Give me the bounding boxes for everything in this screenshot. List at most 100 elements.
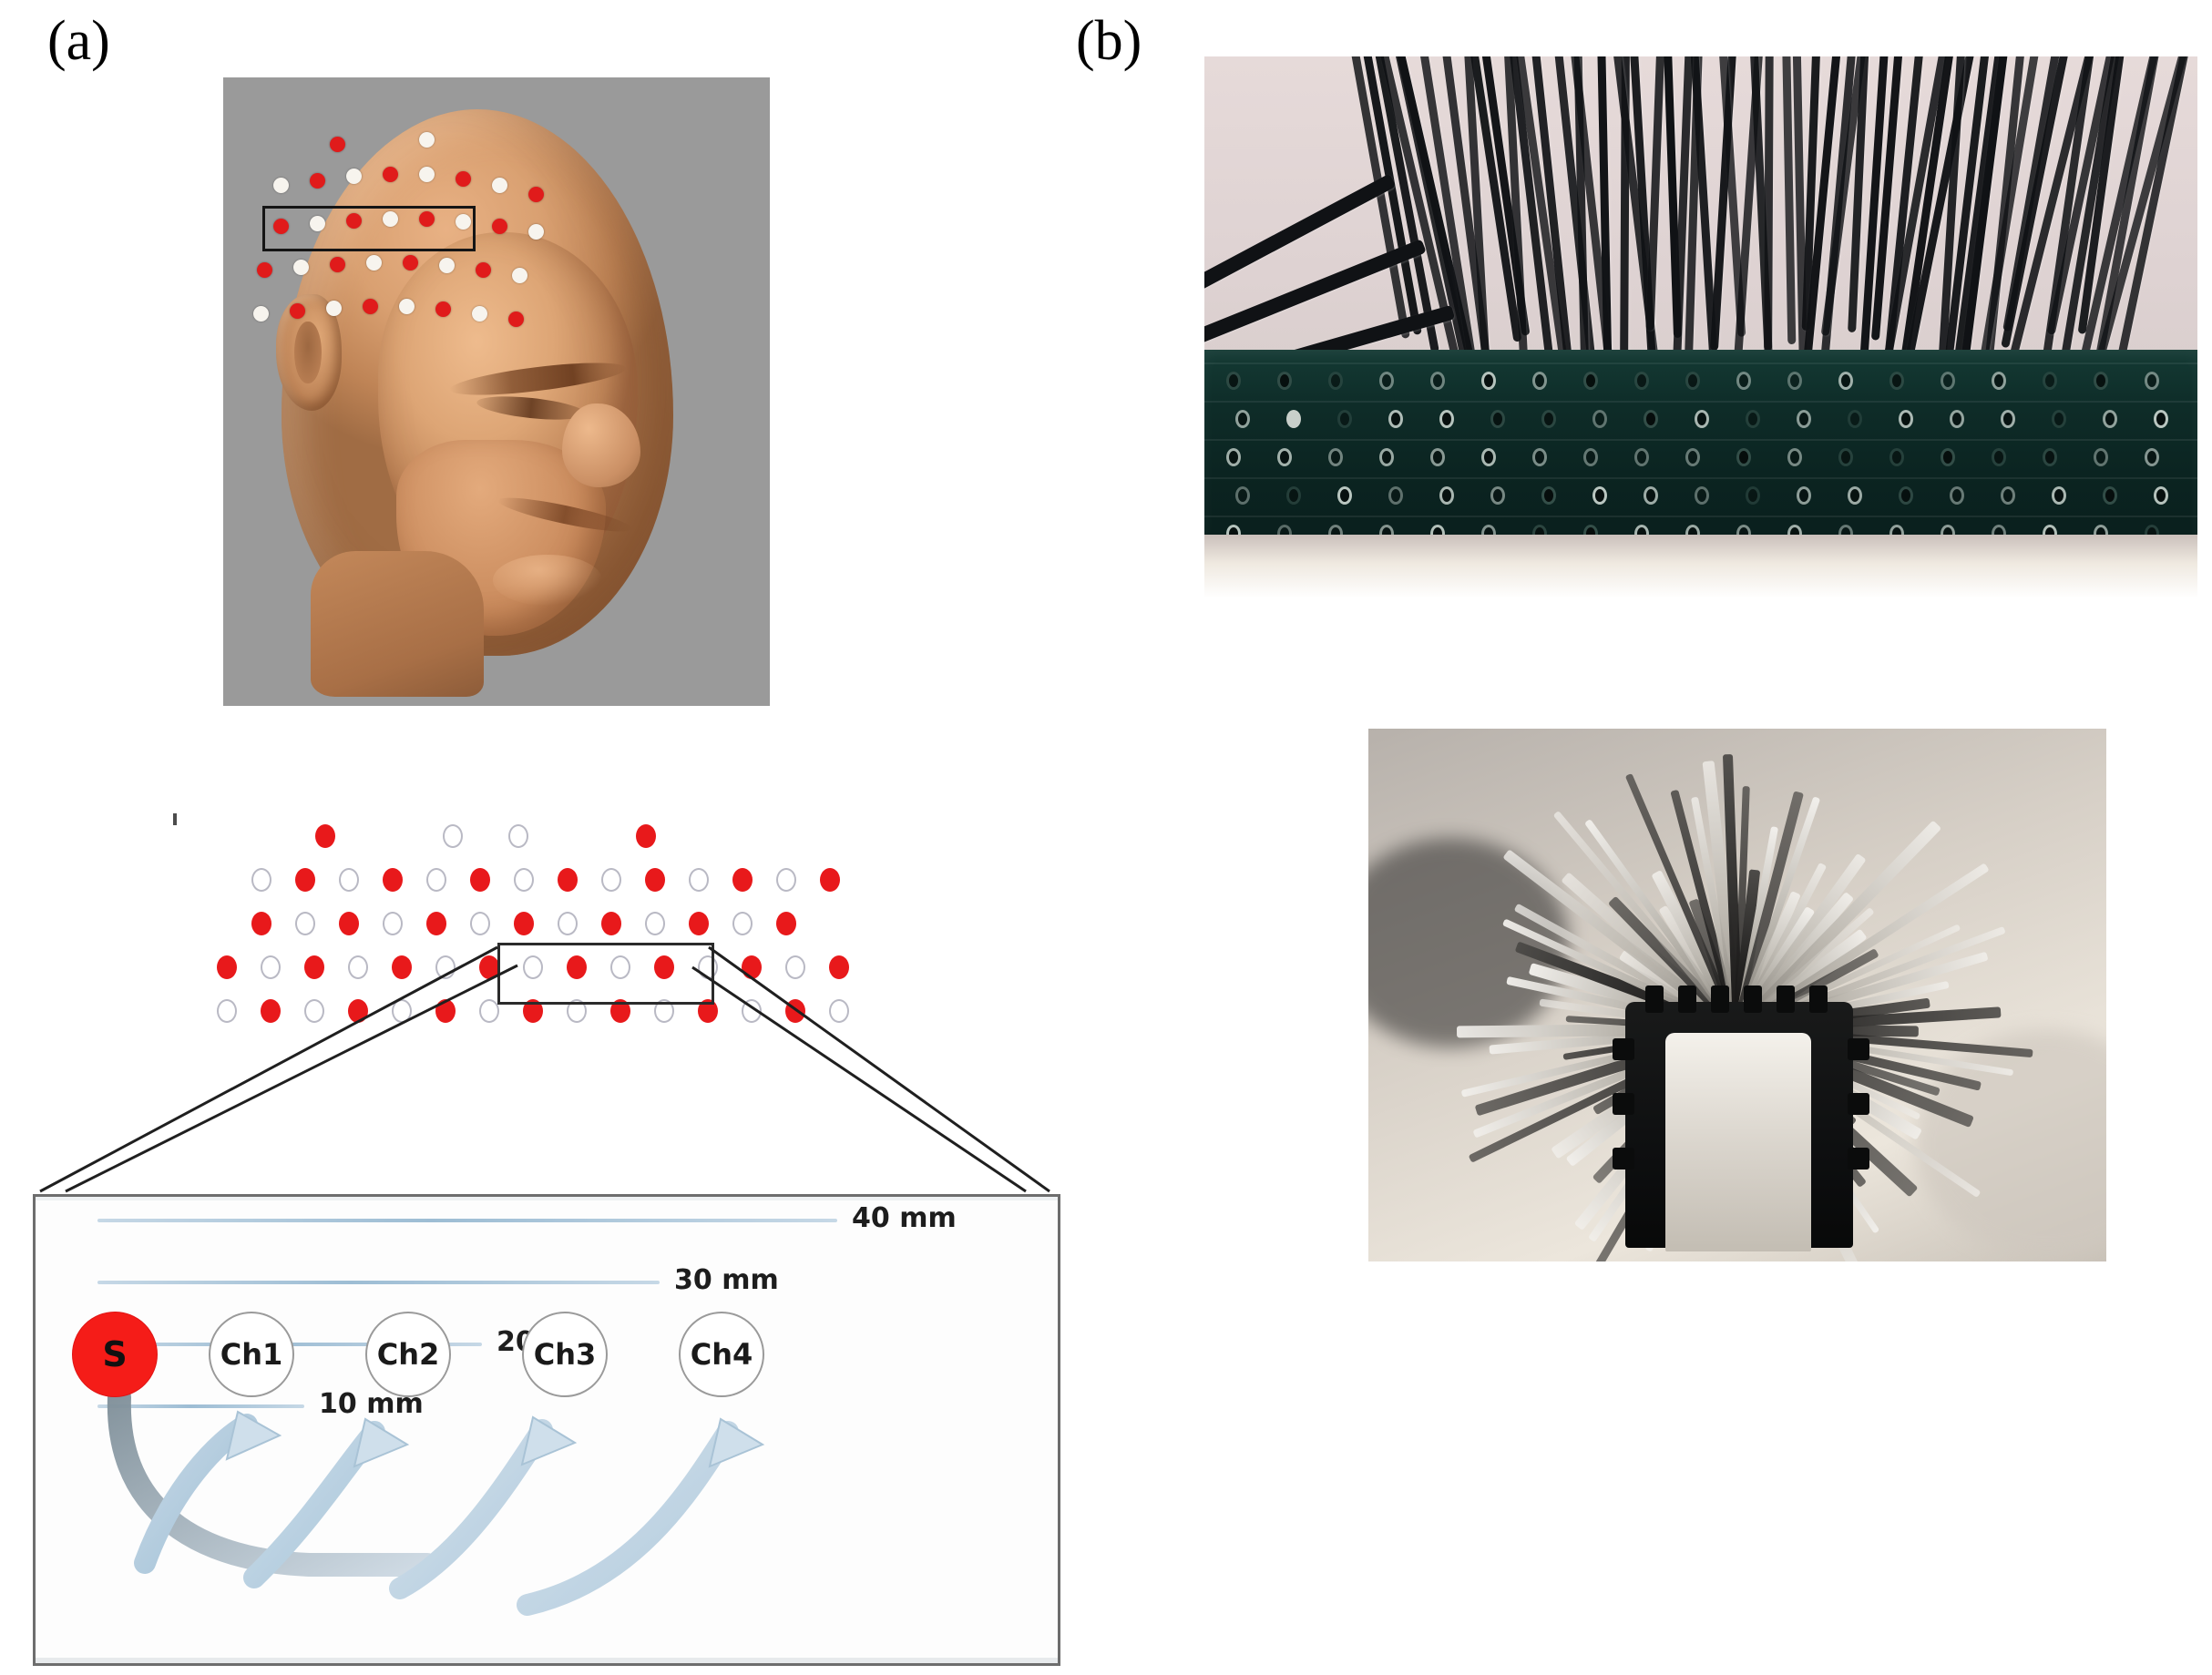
- strap-hole: [1235, 486, 1250, 505]
- holder-clip-tooth: [1809, 986, 1828, 1013]
- head-detector-optode: [528, 224, 544, 240]
- strap-hole: [1950, 486, 1964, 505]
- head-source-optode: [310, 173, 325, 189]
- holder-clip-side-tooth: [1848, 1093, 1869, 1115]
- grid-source-optode: [610, 999, 630, 1023]
- headband-photo-floor: [1204, 535, 2197, 598]
- distance-rule-line: [97, 1404, 304, 1408]
- grid-source-optode: [315, 824, 335, 848]
- head-source-optode: [403, 255, 418, 271]
- strap-hole: [1848, 486, 1862, 505]
- strap-hole: [1439, 410, 1454, 428]
- grid-source-optode: [567, 955, 587, 979]
- strap-hole: [2001, 410, 2015, 428]
- strap-hole: [1736, 448, 1751, 466]
- strap-hole: [1889, 372, 1904, 390]
- grid-source-optode: [339, 912, 359, 935]
- strap-hole: [1695, 486, 1709, 505]
- grid-detector-optode: [304, 999, 324, 1023]
- strap-hole: [1634, 372, 1649, 390]
- head-detector-optode: [512, 268, 527, 284]
- strap-hole: [1838, 372, 1853, 390]
- head-source-optode: [508, 312, 524, 328]
- head-detector-optode: [419, 132, 435, 148]
- grid-detector-optode: [523, 955, 543, 979]
- grid-detector-optode: [829, 999, 849, 1023]
- strap-hole: [1277, 448, 1292, 466]
- strap-hole: [1235, 410, 1250, 428]
- grid-source-optode: [470, 868, 490, 892]
- grid-detector-optode: [732, 912, 753, 935]
- strap-hole: [1838, 448, 1853, 466]
- holder-clip-side-tooth: [1613, 1093, 1634, 1115]
- head-source-optode: [383, 167, 398, 182]
- strap-hole: [1992, 448, 2006, 466]
- head-detector-optode: [472, 306, 487, 322]
- head-neck-shape: [311, 551, 484, 697]
- strap-hole: [1634, 448, 1649, 466]
- strap-hole: [2001, 486, 2015, 505]
- strap-hole: [1746, 410, 1760, 428]
- strap-hole: [1430, 448, 1445, 466]
- grid-detector-optode: [610, 955, 630, 979]
- strap-hole: [2052, 486, 2066, 505]
- grid-detector-optode: [339, 868, 359, 892]
- channel-node-3: Ch3: [522, 1312, 608, 1397]
- panel-label-a: (a): [47, 10, 110, 72]
- strap-hole: [1950, 410, 1964, 428]
- flat-grid-roi-box: [497, 943, 714, 1005]
- strap-hole: [2145, 448, 2159, 466]
- grid-detector-optode: [645, 912, 665, 935]
- strap-hole: [2052, 410, 2066, 428]
- strap-hole: [1787, 448, 1802, 466]
- head-source-optode: [257, 262, 272, 278]
- strap-hole: [1644, 486, 1658, 505]
- head-source-optode: [476, 262, 491, 278]
- strap-seam: [1204, 477, 2197, 479]
- strap-hole: [1337, 410, 1352, 428]
- grid-source-optode: [295, 868, 315, 892]
- grid-detector-optode: [508, 824, 528, 848]
- head-source-optode: [363, 299, 378, 314]
- headband-cable-bundle: [1204, 56, 2197, 357]
- head-chin-highlight: [493, 555, 602, 606]
- strap-hole: [1592, 410, 1607, 428]
- grid-detector-optode: [654, 999, 674, 1023]
- head-detector-optode: [253, 306, 269, 322]
- strap-hole: [1787, 372, 1802, 390]
- grid-source-optode: [251, 912, 271, 935]
- grid-source-optode: [732, 868, 753, 892]
- strap-seam: [1204, 401, 2197, 403]
- strap-hole: [1541, 486, 1556, 505]
- grid-source-optode: [392, 955, 412, 979]
- head-source-optode: [492, 219, 507, 234]
- head-source-optode: [346, 212, 362, 229]
- grid-source-optode: [654, 955, 674, 979]
- holder-clip-core: [1665, 1033, 1811, 1251]
- grid-source-optode: [523, 999, 543, 1023]
- strap-hole: [1226, 448, 1241, 466]
- grid-source-optode: [558, 868, 578, 892]
- headband-strap: [1204, 350, 2197, 543]
- head-detector-optode: [310, 215, 325, 231]
- head-source-optode: [273, 219, 289, 234]
- headband-cable: [1763, 56, 1774, 352]
- headband-cable: [1645, 56, 1666, 331]
- source-to-channel-arrows: [107, 1385, 765, 1616]
- grid-detector-optode: [383, 912, 403, 935]
- holder-clip-side-tooth: [1613, 1038, 1634, 1060]
- strap-seam: [1204, 363, 2197, 364]
- head-detector-optode: [456, 214, 471, 230]
- grid-source-optode: [785, 999, 805, 1023]
- optode-holder-photo: [1368, 729, 2106, 1261]
- holder-clip-side-tooth: [1848, 1038, 1869, 1060]
- head-detector-optode: [439, 258, 455, 274]
- strap-hole: [1797, 486, 1811, 505]
- grid-detector-optode: [567, 999, 587, 1023]
- strap-hole: [1277, 372, 1292, 390]
- strap-hole: [1481, 372, 1496, 390]
- holder-clip-side-tooth: [1613, 1148, 1634, 1169]
- grid-detector-optode: [776, 868, 796, 892]
- grid-source-optode: [829, 955, 849, 979]
- grid-detector-optode: [558, 912, 578, 935]
